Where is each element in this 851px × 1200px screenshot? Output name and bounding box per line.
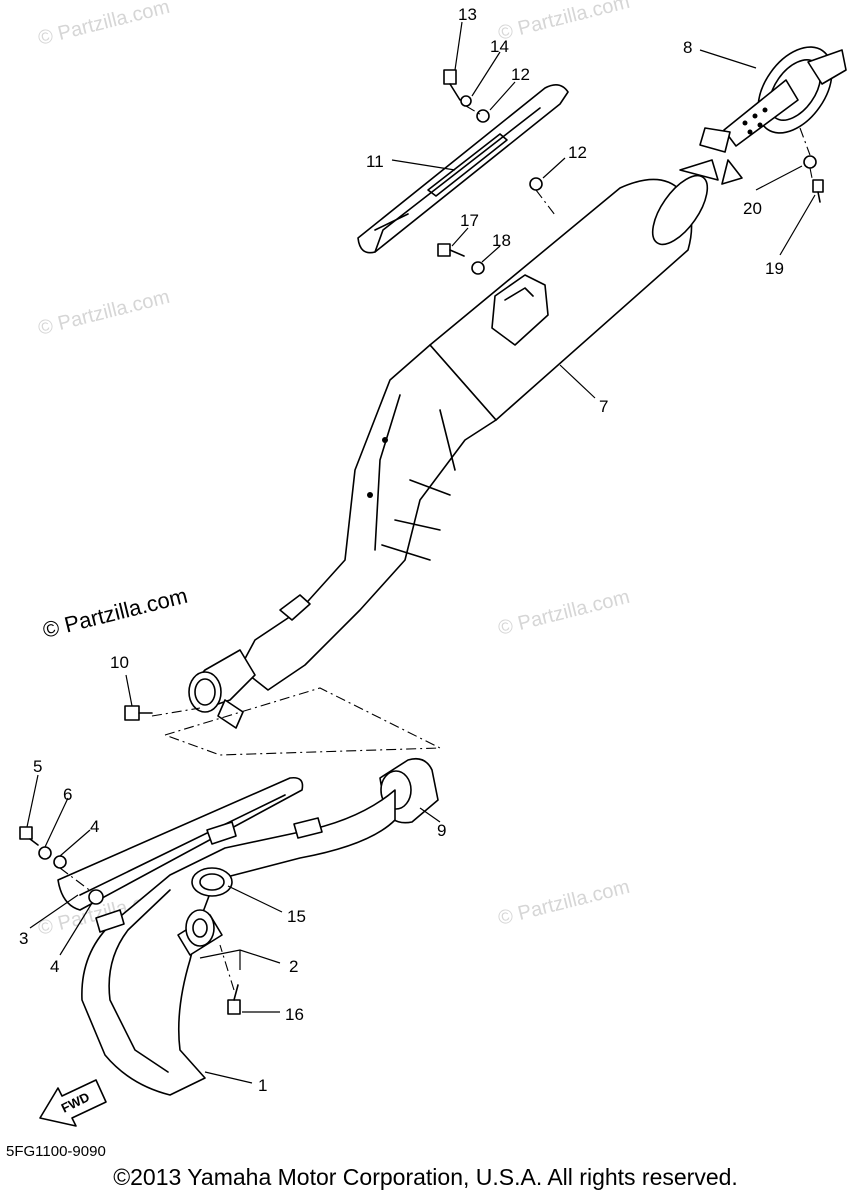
part-12-washer (529, 177, 543, 191)
callout-9: 9 (437, 821, 446, 840)
watermark-dark: © Partzilla.com (40, 583, 190, 643)
callout-5: 5 (33, 757, 42, 776)
callout-1: 1 (258, 1076, 267, 1095)
callout-12: 12 (568, 143, 587, 162)
callout-19: 19 (765, 259, 784, 278)
callouts: 3 1 2 4 4 5 6 7 8 9 10 11 12 12 13 14 15… (19, 5, 784, 1095)
callout-14: 14 (490, 37, 509, 56)
copyright-notice: ©2013 Yamaha Motor Corporation, U.S.A. A… (113, 1164, 738, 1190)
callout-15: 15 (287, 907, 306, 926)
callout-16: 16 (285, 1005, 304, 1024)
watermark: © Partzilla.com (496, 586, 632, 640)
part-7-muffler (188, 174, 709, 729)
leader-lines (26, 21, 816, 1084)
callout-4: 4 (90, 817, 99, 836)
callout-6: 6 (63, 785, 72, 804)
callout-10: 10 (110, 653, 129, 672)
callout-8: 8 (683, 38, 692, 57)
part-4-washer (53, 855, 67, 869)
callout-13: 13 (458, 5, 477, 24)
watermark: © Partzilla.com (496, 876, 632, 930)
part-19-bolt (812, 179, 824, 193)
part-5-bolt (19, 826, 33, 840)
part-6-washer (38, 846, 52, 860)
part-10-bolt (124, 705, 140, 721)
callout-7: 7 (599, 397, 608, 416)
callout-3: 3 (19, 929, 28, 948)
callout-11: 11 (366, 152, 384, 171)
part-1-exhaust-pipe (57, 776, 396, 1096)
callout-18: 18 (492, 231, 511, 250)
diagram-code: 5FG1100-9090 (6, 1143, 106, 1160)
watermark: © Partzilla.com (36, 286, 172, 340)
part-14-washer (460, 95, 472, 107)
callout-12: 12 (511, 65, 530, 84)
part-20-washer (803, 155, 817, 169)
part-18-washer (471, 261, 485, 275)
callout-17: 17 (460, 211, 479, 230)
part-12-washer (476, 109, 490, 123)
part-13-bolt (443, 69, 457, 85)
part-11-protector (357, 84, 569, 254)
callout-2: 2 (289, 957, 298, 976)
fwd-arrow: FWD (39, 1079, 107, 1127)
watermark: © Partzilla.com (36, 0, 172, 50)
part-4-washer (88, 889, 104, 905)
part-8-tail-pipe (679, 46, 847, 185)
assembly-lines (59, 105, 813, 991)
watermark: © Partzilla.com (496, 0, 632, 45)
watermarks: © Partzilla.com © Partzilla.com © Partzi… (36, 0, 632, 940)
part-16-bolt (227, 999, 241, 1015)
callout-4: 4 (50, 957, 59, 976)
part-17-bolt (437, 243, 451, 257)
callout-20: 20 (743, 199, 762, 218)
part-15-gasket (191, 867, 233, 897)
